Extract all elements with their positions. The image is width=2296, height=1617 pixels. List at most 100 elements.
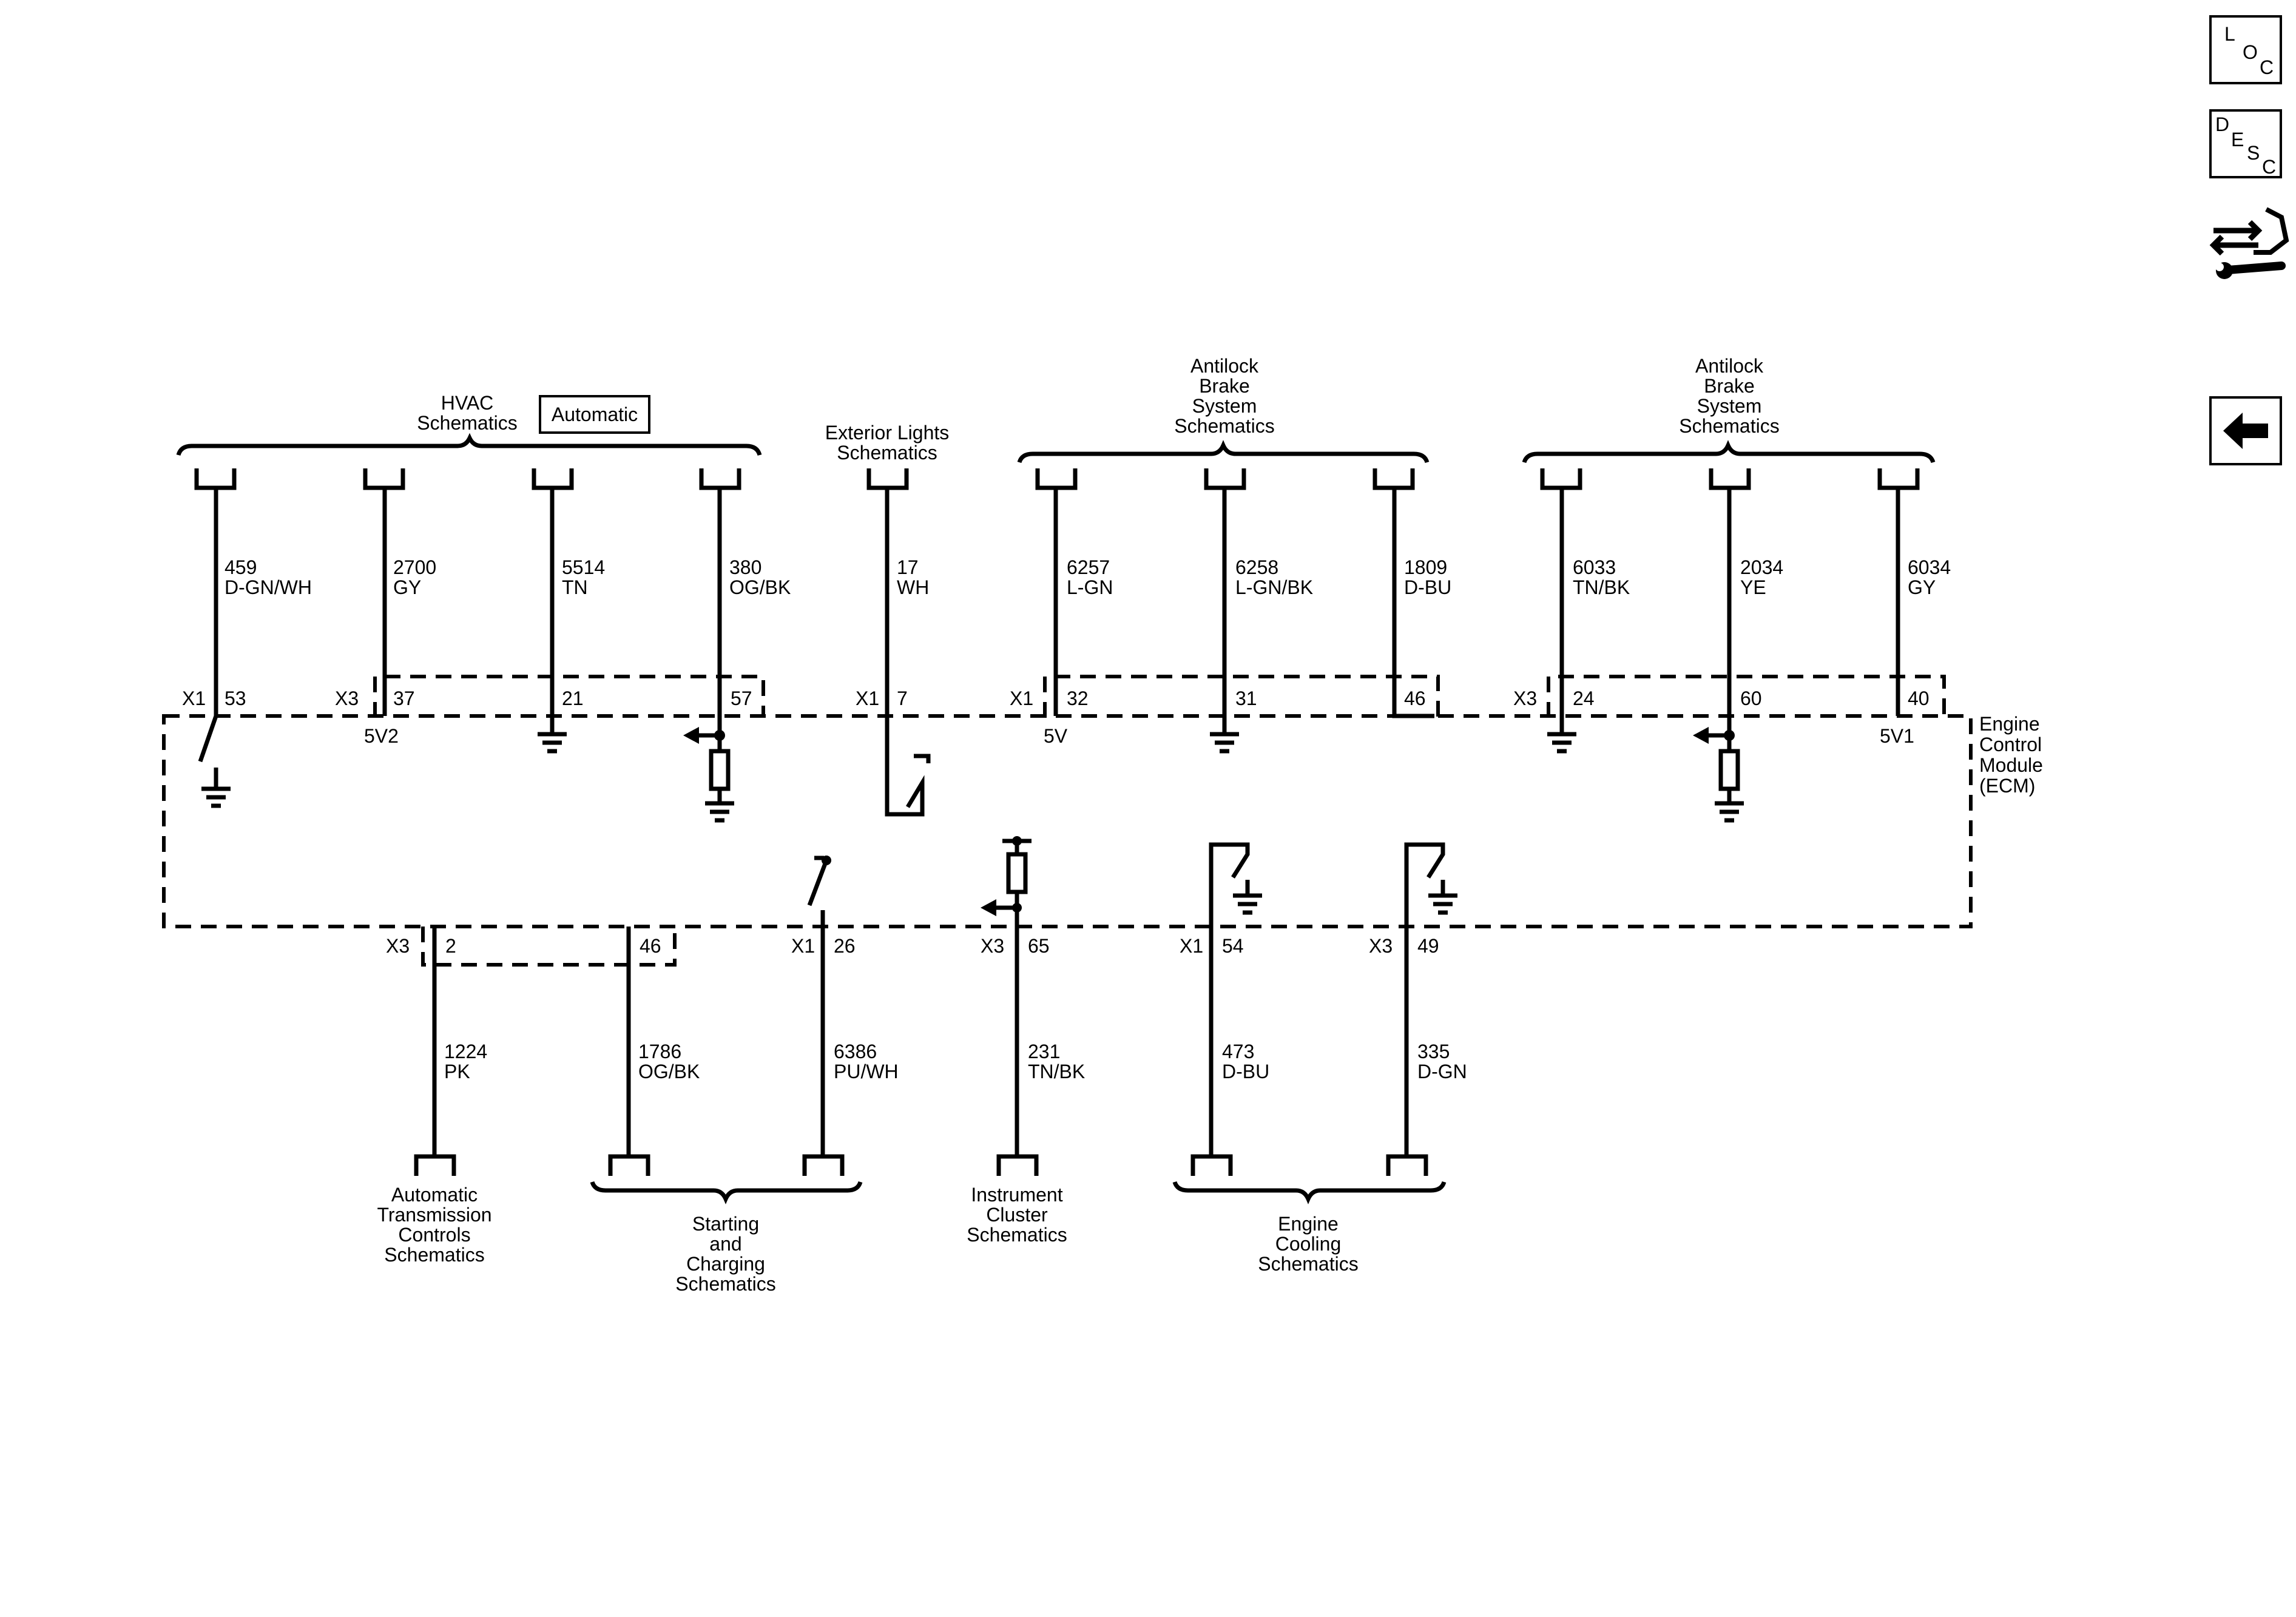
wire-17[interactable]: 17 WH X1 7 [856, 468, 931, 817]
svg-text:5V1: 5V1 [1880, 725, 1914, 747]
svg-text:6257: 6257 [1067, 556, 1110, 578]
svg-text:TN: TN [562, 576, 588, 598]
svg-text:6258: 6258 [1235, 556, 1278, 578]
svg-text:473: 473 [1222, 1041, 1254, 1062]
svg-text:5V: 5V [1044, 725, 1068, 747]
svg-text:X1: X1 [856, 687, 879, 709]
svg-text:Schematics: Schematics [1679, 415, 1779, 437]
cluster-schematics-link[interactable]: Instrument Cluster Schematics [967, 1184, 1067, 1246]
connector-x1-shield-top-mid [1043, 675, 1440, 718]
svg-text:Engine: Engine [1278, 1213, 1339, 1235]
svg-text:C: C [2260, 56, 2274, 78]
wire-6258[interactable]: 6258 L-GN/BK 31 [1204, 468, 1313, 754]
wire-6034[interactable]: 6034 GY 40 5V1 [1877, 468, 1951, 747]
wire-2034[interactable]: 2034 YE 60 [1693, 468, 1783, 823]
abs-schematics-link-2[interactable]: Antilock Brake System Schematics [1679, 355, 1779, 437]
svg-text:Schematics: Schematics [967, 1224, 1067, 1246]
svg-text:Module: Module [1979, 754, 2043, 776]
ecm-switch-6386 [807, 856, 831, 906]
svg-text:46: 46 [1404, 687, 1426, 709]
svg-text:Instrument: Instrument [971, 1184, 1062, 1206]
svg-text:60: 60 [1740, 687, 1762, 709]
svg-text:L-GN: L-GN [1067, 576, 1113, 598]
svg-text:Schematics: Schematics [417, 412, 517, 434]
wire-1786[interactable]: 1786 OG/BK 46 [608, 927, 700, 1176]
svg-text:Controls: Controls [398, 1224, 470, 1246]
svg-text:TN/BK: TN/BK [1573, 576, 1630, 598]
location-button[interactable]: L O C [2209, 15, 2282, 84]
abs-bracket-1 [1017, 440, 1430, 464]
wire-6257[interactable]: 6257 L-GN X1 32 5V [1010, 468, 1113, 747]
svg-text:PU/WH: PU/WH [834, 1061, 899, 1082]
ecm-switch-335 [1404, 842, 1457, 927]
svg-text:57: 57 [731, 687, 752, 709]
cooling-schematics-link[interactable]: Engine Cooling Schematics [1258, 1213, 1358, 1275]
svg-text:40: 40 [1908, 687, 1930, 709]
wire-231[interactable]: 231 TN/BK X3 65 [981, 908, 1085, 1176]
svg-text:1809: 1809 [1404, 556, 1447, 578]
hvac-schematics-link[interactable]: HVAC Schematics [417, 392, 517, 434]
svg-text:2: 2 [445, 935, 456, 957]
abs-schematics-link-1[interactable]: Antilock Brake System Schematics [1174, 355, 1274, 437]
svg-text:O: O [2243, 41, 2258, 63]
svg-text:TN/BK: TN/BK [1028, 1061, 1085, 1082]
svg-text:231: 231 [1028, 1041, 1060, 1062]
cooling-bracket [1172, 1181, 1447, 1204]
svg-text:32: 32 [1067, 687, 1089, 709]
back-button[interactable] [2209, 396, 2282, 465]
svg-text:5V2: 5V2 [364, 725, 399, 747]
svg-text:HVAC: HVAC [441, 392, 494, 414]
svg-text:Transmission: Transmission [377, 1204, 491, 1226]
description-icon [2209, 109, 2282, 178]
svg-text:Schematics: Schematics [384, 1244, 484, 1266]
ecm-resistor-231 [981, 836, 1032, 916]
svg-text:5514: 5514 [562, 556, 605, 578]
svg-text:37: 37 [393, 687, 415, 709]
svg-text:1224: 1224 [444, 1041, 487, 1062]
svg-text:46: 46 [640, 935, 661, 957]
wire-6033[interactable]: 6033 TN/BK X3 24 [1513, 468, 1630, 754]
wire-380[interactable]: 380 OG/BK 57 [683, 468, 791, 823]
connector-tools-button[interactable] [2209, 207, 2289, 279]
svg-text:D-BU: D-BU [1404, 576, 1451, 598]
wire-335[interactable]: 335 D-GN X3 49 [1369, 927, 1467, 1176]
svg-text:Control: Control [1979, 734, 2042, 755]
svg-text:Schematics: Schematics [1174, 415, 1274, 437]
wire-473[interactable]: 473 D-BU X1 54 [1180, 927, 1269, 1176]
svg-text:6034: 6034 [1908, 556, 1951, 578]
exterior-lights-schematics-link[interactable]: Exterior Lights Schematics [825, 422, 950, 464]
wire-2700[interactable]: 2700 GY X3 37 5V2 [335, 468, 436, 747]
starting-schematics-link[interactable]: Starting and Charging Schematics [675, 1213, 775, 1295]
wire-1224[interactable]: 1224 PK X3 2 [386, 927, 487, 1176]
wire-6386[interactable]: 6386 PU/WH X1 26 [791, 910, 899, 1176]
ecm-switch-473 [1209, 842, 1262, 927]
svg-text:Schematics: Schematics [1258, 1253, 1358, 1275]
svg-text:Automatic: Automatic [552, 403, 638, 425]
svg-text:6033: 6033 [1573, 556, 1616, 578]
svg-text:GY: GY [1908, 576, 1936, 598]
svg-text:OG/BK: OG/BK [729, 576, 791, 598]
svg-text:L: L [2224, 23, 2235, 45]
svg-text:X3: X3 [386, 935, 410, 957]
wire-1809[interactable]: 1809 D-BU 46 [1373, 468, 1451, 718]
svg-text:X1: X1 [1180, 935, 1203, 957]
svg-text:D-GN/WH: D-GN/WH [225, 576, 312, 598]
svg-text:Automatic: Automatic [391, 1184, 478, 1206]
svg-text:C: C [2262, 156, 2276, 178]
wire-459[interactable]: 459 D-GN/WH X1 53 [182, 468, 312, 808]
svg-text:7: 7 [897, 687, 908, 709]
svg-text:E: E [2231, 129, 2244, 150]
description-button[interactable]: D E S C [2209, 109, 2282, 178]
svg-text:Antilock: Antilock [1190, 355, 1259, 377]
svg-text:Starting: Starting [692, 1213, 759, 1235]
wire-5514[interactable]: 5514 TN 21 [532, 468, 605, 754]
svg-text:and: and [709, 1233, 741, 1255]
svg-text:Charging: Charging [686, 1253, 765, 1275]
back-arrow-icon [2223, 413, 2268, 449]
connector-x3-shield-top-left [373, 675, 765, 718]
svg-text:65: 65 [1028, 935, 1050, 957]
svg-text:OG/BK: OG/BK [638, 1061, 700, 1082]
location-icon [2209, 15, 2282, 84]
transmission-schematics-link[interactable]: Automatic Transmission Controls Schemati… [377, 1184, 491, 1266]
svg-text:49: 49 [1417, 935, 1439, 957]
